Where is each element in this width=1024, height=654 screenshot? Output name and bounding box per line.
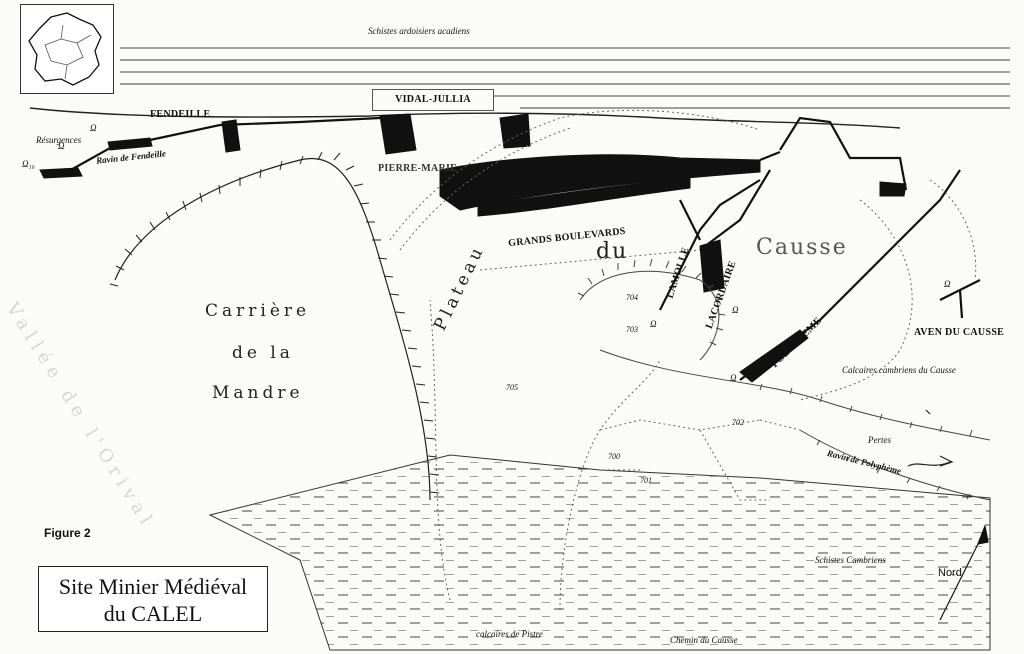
figure-label: Figure 2 (44, 526, 91, 540)
label-carriere-line3: Mandre (212, 383, 304, 403)
label-pierre-marie: PIERRE-MARIE (378, 163, 458, 174)
label-aven-causse: AVEN DU CAUSSE (914, 327, 1005, 338)
label-calcaires-pistre: calcaires de Pistre (476, 629, 543, 639)
label-du: du (596, 239, 629, 264)
label-pertes: Pertes (868, 435, 891, 445)
gallery-lines (59, 116, 981, 381)
spring-mark: Ω (730, 373, 737, 383)
label-causse: Causse (756, 235, 848, 260)
spring-mark: Ω (58, 141, 65, 151)
elevation-label: 702 (732, 418, 744, 427)
schistes-cambriens-area (208, 454, 991, 651)
title-line-1: Site Minier Médiéval (58, 574, 248, 599)
stream-lines (907, 409, 954, 467)
elevation-label: 700 (608, 452, 620, 461)
france-inset-map (20, 4, 114, 94)
elevation-label: 701 (640, 476, 652, 485)
label-schistes-cambriens: Schistes Cambriens (815, 555, 886, 565)
label-resurgences: Résurgences (36, 135, 82, 145)
schist-lines-top (120, 47, 1010, 109)
contact-line-north (29, 107, 901, 129)
elevation-label: 703 (626, 325, 638, 334)
label-carriere-line2: de la (232, 343, 294, 363)
spring-mark: Ω (944, 279, 951, 289)
label-calcaires-causse: Calcaires cambriens du Causse (842, 365, 956, 375)
elevation-label: 705 (506, 383, 518, 392)
spring-mark: Ω (732, 305, 739, 315)
spring-mark: Ω (650, 319, 657, 329)
label-schistes-acadiens: Schistes ardoisiers acadiens (368, 26, 470, 36)
north-label: Nord (938, 567, 962, 579)
spring-mark: Ω (90, 123, 97, 133)
label-chemin-causse: Chemin du Causse (670, 635, 738, 645)
title-line-2: du CALEL (103, 601, 203, 626)
dotted-boundaries (389, 109, 977, 611)
label-fendeille: FENDEILLE (150, 109, 211, 120)
spring-mark: Ω₁₀ (22, 159, 35, 169)
label-carriere-line1: Carrière (205, 301, 311, 321)
north-arrow (939, 523, 989, 621)
title-box: Site Minier Médiéval du CALEL (38, 566, 268, 632)
elevation-label: 704 (626, 293, 638, 302)
plateau-hachures (577, 258, 991, 501)
quarry-hachures (109, 151, 440, 501)
label-vidal-jullia: VIDAL-JULLIA (372, 89, 494, 111)
